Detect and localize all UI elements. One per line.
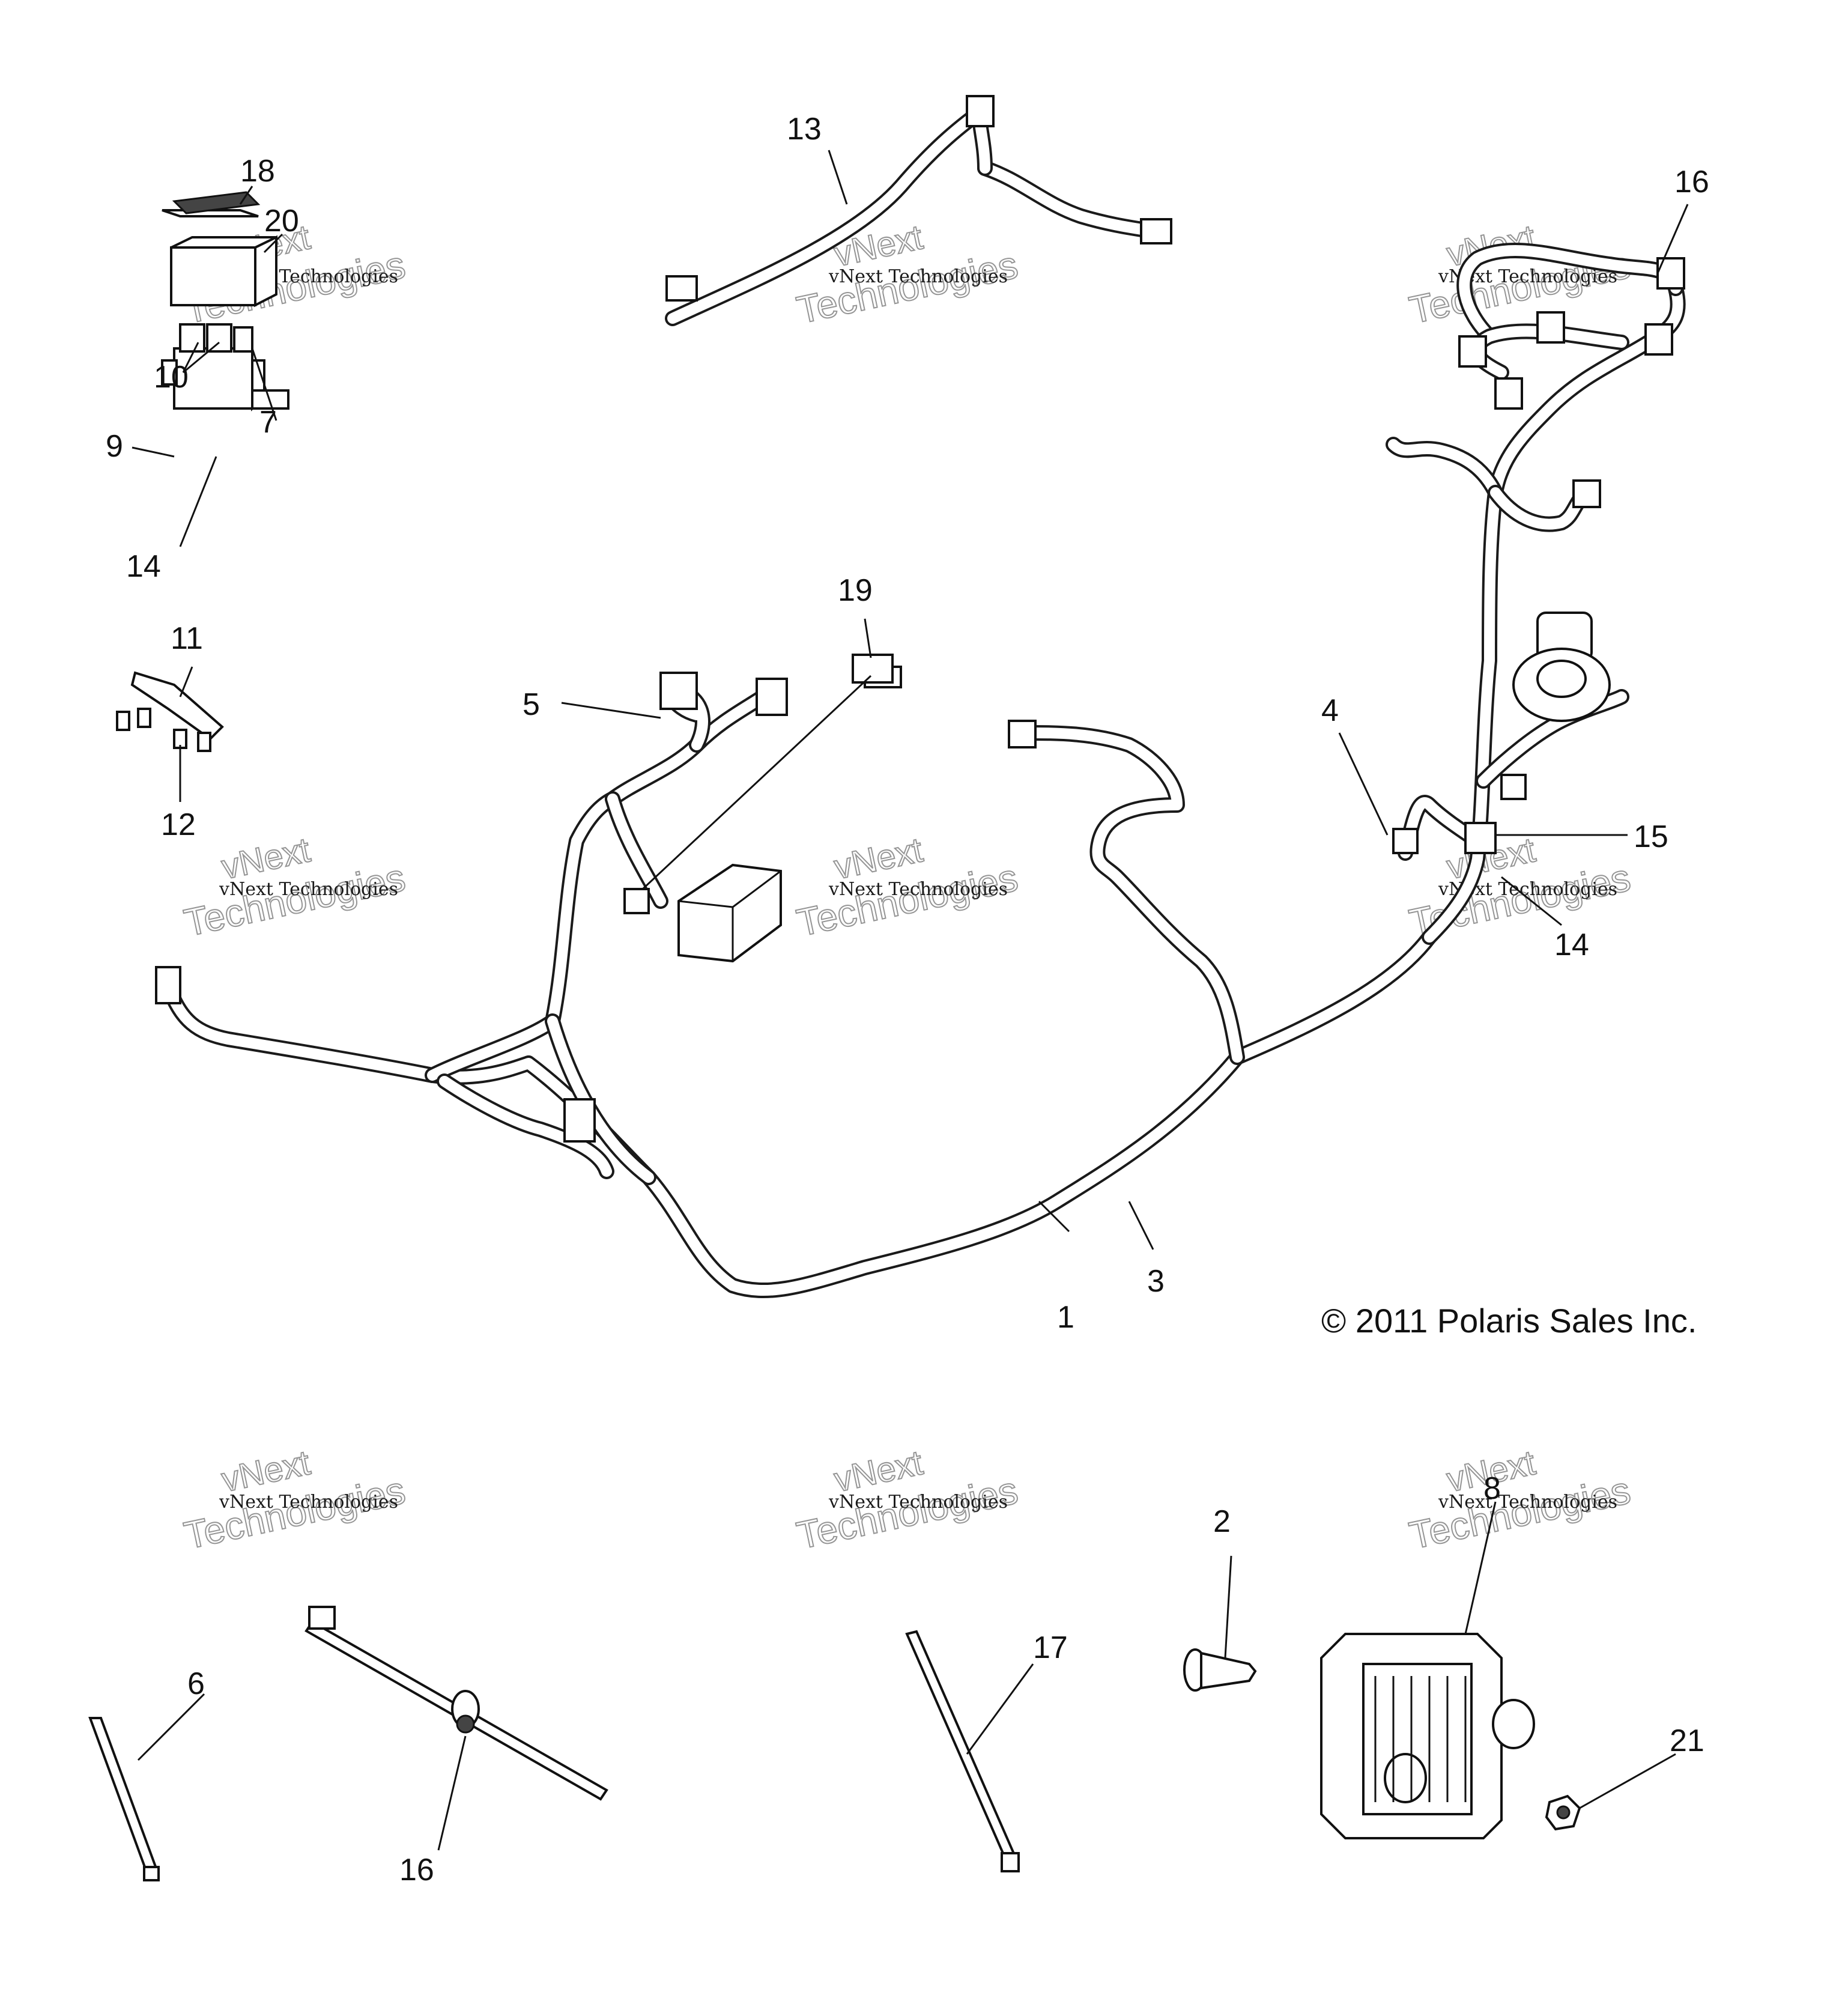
watermark-text: vNext Technologies [219,1492,398,1513]
callout-16a: 16 [1674,165,1709,199]
callout-10: 10 [154,360,189,395]
nut-21 [1545,1794,1581,1831]
callout-15: 15 [1634,819,1668,854]
callout-13: 13 [787,112,822,147]
electronic-module [623,863,782,963]
connector-icon [623,888,650,914]
callout-6: 6 [187,1666,205,1701]
callout-14a: 14 [126,549,161,584]
watermark-text: vNext Technologies [828,879,1008,900]
callout-2: 2 [1213,1504,1231,1539]
watermark-group: vNext Technologies vNext Technologies vN… [180,217,1634,1558]
callout-9: 9 [106,429,123,464]
watermark-text: vNext Technologies [828,266,1008,287]
callout-11: 11 [171,621,203,656]
connector-icon [1458,335,1487,368]
callout-1: 1 [1057,1300,1074,1335]
watermark-text: vNext Technologies [1438,1492,1617,1513]
callout-labels: 13 18 20 10 7 9 14 11 12 19 5 4 15 14 16… [106,112,1709,1887]
connector-19-icon [852,654,894,684]
right-harness [1386,243,1686,945]
callout-14b: 14 [1554,928,1589,962]
leader-lines [132,150,1689,1851]
cable-tie-17 [905,1630,1020,1872]
push-pin-2 [1183,1648,1257,1692]
cable-tie-6 [88,1717,160,1881]
bracket-11 [116,671,224,752]
regulator-8 [1320,1633,1535,1839]
connector-icon [1572,479,1601,508]
connector-icon [659,672,698,710]
fuse-block [161,323,289,411]
connector-icon [1536,311,1565,344]
connector-icon [665,275,698,302]
connector-icon [1008,720,1037,748]
connector-icon [1500,774,1527,800]
callout-17: 17 [1033,1630,1068,1665]
watermark-text: vNext Technologies [828,1492,1008,1513]
connector-icon [1392,828,1419,854]
callout-16b: 16 [399,1853,434,1887]
connector-icon [1644,323,1673,356]
callout-20: 20 [264,204,299,238]
copyright-text: © 2011 Polaris Sales Inc. [1321,1302,1697,1340]
connector-icon [155,966,181,1004]
harness-13 [665,95,1172,326]
callout-12: 12 [161,807,196,842]
harness-connectors [155,666,1037,1143]
callout-7: 7 [259,405,277,440]
watermark-text: vNext Technologies [219,879,398,900]
grommet-icon [1536,660,1587,698]
callout-18: 18 [240,154,275,189]
fuse-box-cover [162,191,277,308]
callout-21: 21 [1670,1723,1704,1758]
callout-19: 19 [838,573,873,608]
connector-icon [563,1098,596,1143]
main-harness [160,682,1437,1298]
connector-icon [756,678,788,716]
callout-5: 5 [523,687,540,722]
connector-icon [966,95,995,127]
callout-8: 8 [1483,1471,1501,1506]
callout-4: 4 [1321,693,1339,728]
connector-icon [1464,822,1497,854]
callout-3: 3 [1147,1264,1165,1299]
cable-tie-16 [304,1606,608,1801]
connector-icon [1494,377,1523,410]
connector-icon [1140,218,1172,244]
connector-icon [1656,257,1685,290]
